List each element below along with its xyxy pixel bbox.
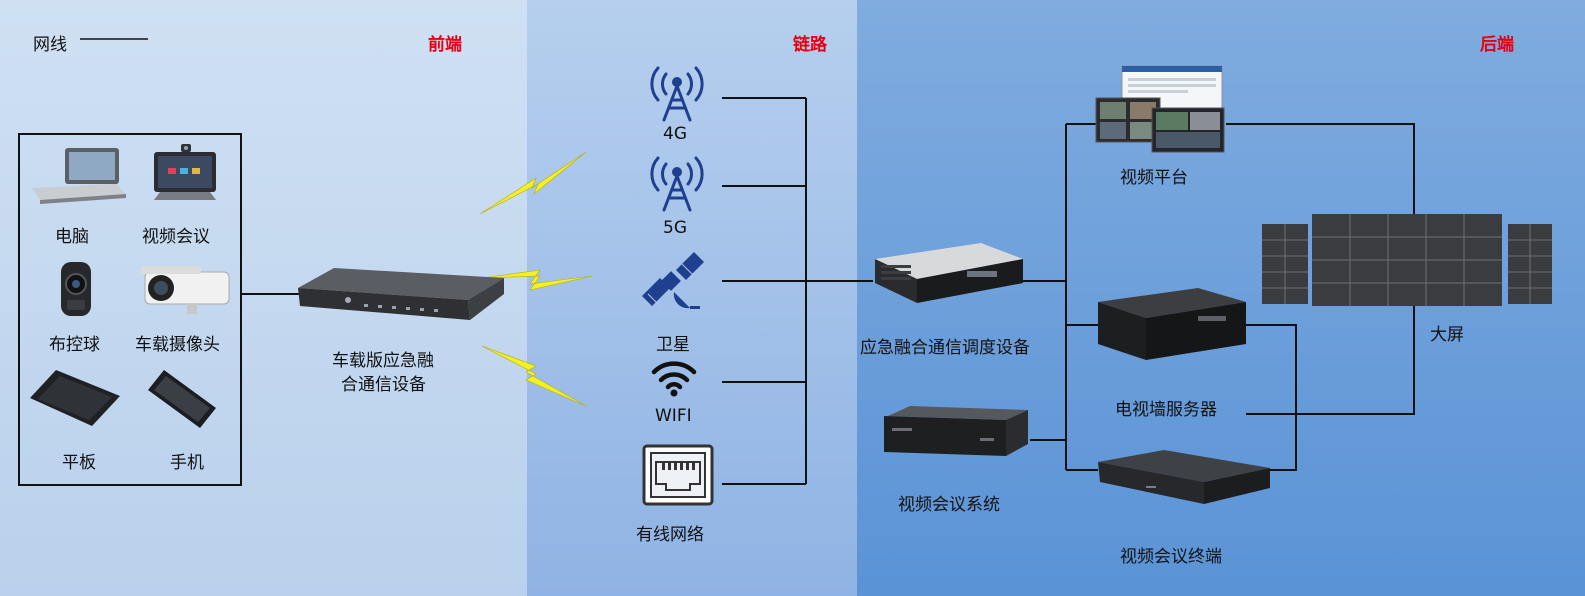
tablet-icon bbox=[30, 370, 120, 426]
vehicle-device-label-line2: 合通信设备 bbox=[341, 375, 426, 395]
backend-wires bbox=[1022, 123, 1415, 471]
section-title-front: 前端 bbox=[428, 35, 462, 55]
vehicle-device-label-line1: 车载版应急融 bbox=[332, 351, 434, 371]
section-title-link: 链路 bbox=[793, 35, 827, 55]
4g-label: 4G bbox=[663, 124, 687, 144]
dispatch-server-icon bbox=[875, 243, 1023, 303]
vehicle-camera-icon bbox=[141, 266, 230, 314]
wifi-icon bbox=[651, 361, 697, 397]
satellite-icon bbox=[642, 252, 704, 309]
video-conf-icon bbox=[154, 144, 216, 200]
link-bus bbox=[722, 97, 873, 485]
vc-terminal-label: 视频会议终端 bbox=[1120, 547, 1222, 567]
5g-label: 5G bbox=[663, 218, 687, 238]
lightning-middle bbox=[481, 269, 593, 291]
vc-system-icon bbox=[884, 406, 1028, 456]
vc-system-label: 视频会议系统 bbox=[898, 495, 1000, 515]
wired-network-label: 有线网络 bbox=[636, 525, 704, 545]
wifi-label: WIFI bbox=[655, 406, 692, 426]
section-title-back: 后端 bbox=[1480, 35, 1514, 55]
video-platform-label: 视频平台 bbox=[1120, 168, 1188, 188]
video-conf-label: 视频会议 bbox=[142, 227, 210, 247]
tablet-label: 平板 bbox=[62, 453, 96, 473]
video-platform-icon bbox=[1095, 65, 1225, 153]
ethernet-port-icon bbox=[642, 444, 714, 506]
phone-label: 手机 bbox=[170, 453, 204, 473]
big-screen-label: 大屏 bbox=[1430, 325, 1464, 345]
dome-camera-icon bbox=[61, 262, 91, 316]
dispatch-device-label: 应急融合通信调度设备 bbox=[860, 338, 1030, 358]
computer-label: 电脑 bbox=[55, 227, 89, 247]
lightning-upper bbox=[479, 151, 587, 215]
vc-terminal-icon bbox=[1098, 450, 1270, 504]
wireless-lightning bbox=[479, 151, 593, 407]
vehicle-comm-device-icon bbox=[298, 268, 504, 320]
satellite-label: 卫星 bbox=[656, 335, 690, 355]
lightning-lower bbox=[481, 345, 587, 407]
cell-tower-4g-icon bbox=[650, 66, 704, 122]
vehicle-camera-label: 车载摄像头 bbox=[135, 335, 220, 355]
laptop-icon bbox=[32, 148, 126, 204]
cell-tower-5g-icon bbox=[650, 156, 704, 212]
phone-icon bbox=[148, 370, 216, 428]
big-screen-icon bbox=[1262, 214, 1552, 306]
dome-camera-label: 布控球 bbox=[49, 335, 100, 355]
tv-wall-server-label: 电视墙服务器 bbox=[1115, 400, 1217, 420]
legend-label: 网线 bbox=[33, 35, 67, 55]
front-device-frame bbox=[18, 133, 242, 486]
tv-wall-server-icon bbox=[1098, 288, 1246, 360]
